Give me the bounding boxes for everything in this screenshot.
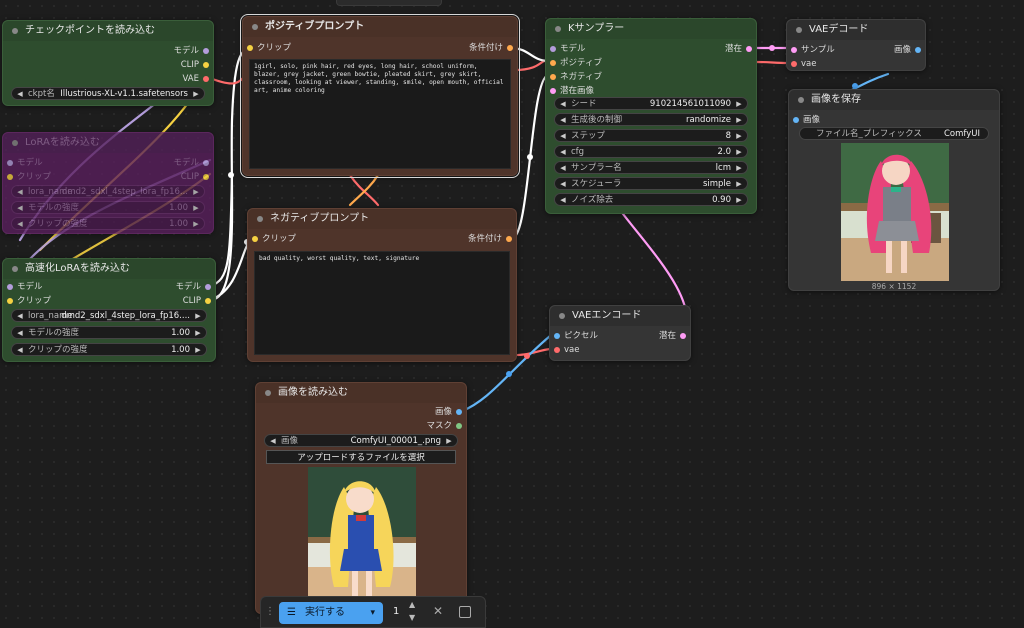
input-positive[interactable]: ポジティブ	[546, 57, 602, 69]
output-clip[interactable]: CLIP	[181, 59, 213, 71]
ksampler-title[interactable]: Kサンプラー	[546, 19, 756, 39]
lora-bypassed-title[interactable]: LoRAを読み込む	[3, 133, 213, 153]
increment-icon[interactable]: ▲	[409, 600, 416, 609]
input-clip[interactable]: クリップ	[248, 233, 296, 245]
wire-vae-encode	[516, 347, 552, 357]
wire-vae-decode	[755, 60, 790, 65]
chevron-down-icon[interactable]: ▾	[370, 608, 375, 618]
vae-encode-title[interactable]: VAEエンコード	[550, 306, 690, 326]
input-clip[interactable]: クリップ	[243, 42, 291, 54]
save-image-title[interactable]: 画像を保存	[789, 90, 999, 110]
stop-icon[interactable]	[459, 606, 471, 618]
output-model[interactable]: モデル	[175, 281, 215, 293]
output-image[interactable]: 画像	[435, 406, 466, 418]
output-model[interactable]: モデル	[173, 157, 213, 169]
top-bar-stub	[336, 0, 442, 6]
vae-decode-title[interactable]: VAEデコード	[787, 20, 925, 40]
input-clip[interactable]: クリップ	[3, 295, 51, 307]
input-pixels[interactable]: ピクセル	[550, 330, 598, 342]
upload-file-button[interactable]: アップロードするファイルを選択	[266, 450, 456, 464]
close-icon[interactable]: ✕	[433, 604, 444, 618]
drag-handle-icon[interactable]: ⋮⋮	[265, 606, 285, 617]
negative-title[interactable]: ネガティブプロンプト	[248, 209, 516, 229]
run-toolbar: ⋮⋮ ☰ 実行する ▾ 1 ▲ ▼ ✕	[260, 596, 486, 628]
input-vae[interactable]: vae	[550, 344, 579, 356]
node-vae-decode[interactable]: VAEデコード サンプル vae 画像	[786, 19, 926, 71]
run-count-input[interactable]: 1	[393, 606, 400, 617]
output-clip[interactable]: CLIP	[183, 295, 215, 307]
input-samples[interactable]: サンプル	[787, 44, 835, 56]
run-button[interactable]: ☰ 実行する ▾	[279, 602, 383, 624]
output-image[interactable]: 画像	[894, 44, 925, 56]
checkpoint-title[interactable]: チェックポイントを読み込む	[3, 21, 213, 41]
generated-image-preview[interactable]	[841, 143, 949, 281]
chevron-left-icon[interactable]: ◀	[17, 90, 23, 98]
node-checkpoint-loader[interactable]: チェックポイントを読み込む モデル CLIP VAE ◀ ckpt名 Illus…	[2, 20, 214, 106]
input-clip[interactable]: クリップ	[3, 171, 51, 183]
negative-text-area[interactable]: bad quality, worst quality, text, signat…	[254, 251, 510, 355]
node-positive-prompt[interactable]: ポジティブプロンプト クリップ 条件付け 1girl, solo, pink h…	[240, 14, 520, 178]
node-negative-prompt[interactable]: ネガティブプロンプト クリップ 条件付け bad quality, worst …	[247, 208, 517, 362]
positive-title[interactable]: ポジティブプロンプト	[243, 17, 517, 37]
output-conditioning[interactable]: 条件付け	[468, 233, 516, 245]
output-latent[interactable]: 潜在	[725, 43, 756, 55]
input-model[interactable]: モデル	[546, 43, 586, 55]
decrement-icon[interactable]: ▼	[409, 613, 416, 622]
node-vae-encode[interactable]: VAEエンコード ピクセル vae 潜在	[549, 305, 691, 361]
input-negative[interactable]: ネガティブ	[546, 71, 602, 83]
load-image-title[interactable]: 画像を読み込む	[256, 383, 466, 403]
output-mask[interactable]: マスク	[426, 420, 466, 432]
input-image-preview[interactable]	[308, 467, 416, 607]
wire-vae-cross-1	[513, 58, 550, 72]
output-latent[interactable]: 潜在	[659, 330, 690, 342]
chevron-right-icon[interactable]: ▶	[193, 90, 199, 98]
positive-text-area[interactable]: 1girl, solo, pink hair, red eyes, long h…	[249, 59, 511, 169]
wire-vae-cross-2	[348, 173, 380, 207]
output-clip[interactable]: CLIP	[181, 171, 213, 183]
input-model[interactable]: モデル	[3, 157, 43, 169]
lora-fast-title[interactable]: 高速化LoRAを読み込む	[3, 259, 215, 279]
ckpt-name-combo[interactable]: ◀ ckpt名 Illustrious-XL-v1.1.safetensors …	[11, 87, 205, 100]
output-conditioning[interactable]: 条件付け	[469, 42, 517, 54]
image-size-label: 896 × 1152	[871, 282, 917, 291]
output-vae[interactable]: VAE	[183, 73, 213, 85]
input-vae[interactable]: vae	[787, 58, 816, 70]
output-model[interactable]: モデル	[173, 45, 213, 57]
wire-clip-fast-negative	[208, 236, 254, 302]
node-lora-fast[interactable]: 高速化LoRAを読み込む モデル クリップ モデル CLIP ◀lora_nam…	[2, 258, 216, 362]
queue-icon: ☰	[287, 607, 296, 618]
input-model[interactable]: モデル	[3, 281, 43, 293]
input-images[interactable]: 画像	[789, 114, 820, 126]
input-latent-image[interactable]: 潜在画像	[546, 85, 594, 97]
wire-cond-cross	[348, 173, 380, 207]
